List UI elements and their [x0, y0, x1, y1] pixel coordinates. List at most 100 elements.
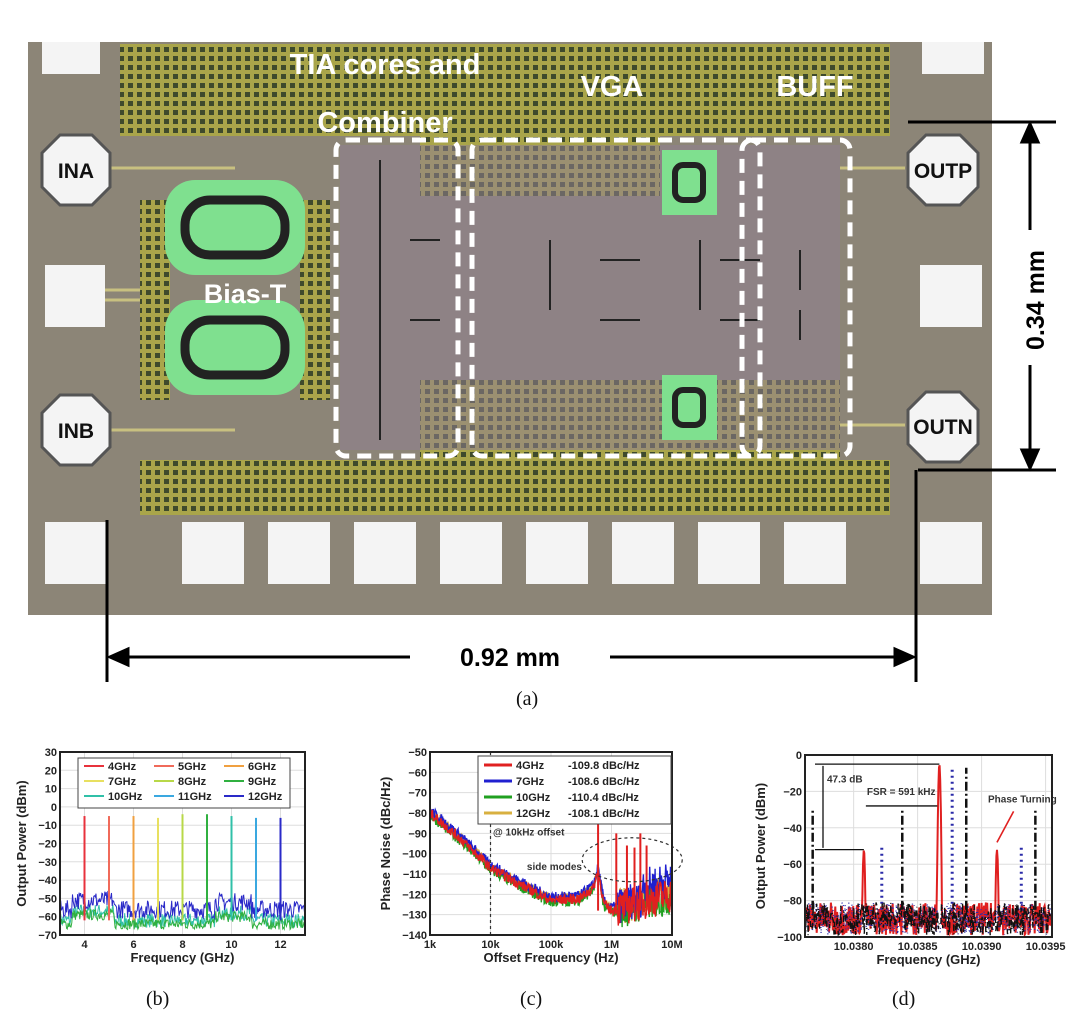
caption-a: (a) — [516, 688, 539, 710]
x-tick-label: 10.0395 — [1026, 941, 1066, 953]
y-tick-label: −100 — [777, 932, 802, 944]
legend-value: -109.8 dBc/Hz — [568, 760, 640, 772]
pad-label-ina: INA — [58, 160, 94, 183]
y-tick-label: −60 — [38, 912, 57, 924]
y-tick-label: −70 — [38, 930, 57, 942]
y-tick-label: −90 — [408, 828, 427, 840]
y-tick-label: 0 — [51, 802, 57, 814]
suppression-arrow — [815, 763, 940, 851]
caption-d: (d) — [892, 988, 916, 1010]
y-tick-label: −10 — [38, 820, 57, 832]
x-axis-label: Frequency (GHz) — [130, 950, 234, 965]
pad-label-inb: INB — [58, 420, 94, 443]
legend-box — [77, 757, 291, 809]
bias-t-inductors — [165, 150, 717, 440]
label-buff: BUFF — [776, 71, 853, 103]
x-axis-label: Frequency (GHz) — [876, 952, 980, 967]
phase-turning-arrow — [996, 811, 1015, 843]
pad-label-outn: OUTN — [913, 416, 973, 439]
x-tick-label: 6 — [130, 939, 136, 951]
x-tick-label: 1M — [604, 939, 619, 951]
metal-fill-bottom — [140, 460, 890, 515]
y-tick-label: −20 — [783, 786, 802, 798]
plot-frame — [429, 751, 673, 936]
y-tick-label: −120 — [402, 889, 427, 901]
legend-label: 4GHz — [108, 761, 137, 773]
y-tick-label: −100 — [402, 849, 427, 861]
annotation-fsr: FSR = 591 kHz — [867, 787, 936, 798]
block-outlines — [333, 137, 853, 459]
legend-label: 9GHz — [248, 776, 277, 788]
y-tick-label: −30 — [38, 857, 57, 869]
y-axis-label: Phase Noise (dBc/Hz) — [378, 777, 393, 911]
phase-noise-trace-4GHz — [429, 808, 673, 926]
x-tick-label: 10.0385 — [898, 941, 938, 953]
caption-c: (c) — [520, 988, 543, 1010]
legend-label: 6GHz — [248, 761, 277, 773]
metal-fill-top — [120, 44, 890, 136]
y-tick-label: −50 — [38, 893, 57, 905]
x-tick-label: 8 — [179, 939, 185, 951]
y-tick-label: −20 — [38, 839, 57, 851]
dimension-width — [105, 470, 918, 682]
legend-label: 8GHz — [178, 776, 207, 788]
y-tick-label: −110 — [403, 869, 427, 881]
x-tick-label: 1k — [424, 939, 437, 951]
side-modes-ellipse — [581, 837, 683, 883]
x-tick-label: 10 — [225, 939, 237, 951]
legend-label: 10GHz — [108, 791, 143, 803]
circuit-core — [340, 145, 840, 450]
annotation-phase-turning: Phase Turning — [988, 794, 1057, 805]
annotation-side-modes: side modes — [527, 862, 582, 873]
x-axis-label: Offset Frequency (Hz) — [483, 950, 618, 965]
y-tick-label: −130 — [402, 910, 427, 922]
y-tick-label: −60 — [783, 859, 802, 871]
legend-value: -108.1 dBc/Hz — [568, 808, 640, 820]
pad-label-outp: OUTP — [914, 160, 972, 183]
legend-label: 5GHz — [178, 761, 207, 773]
legend-label: 11GHz — [178, 791, 212, 803]
legend-label: 7GHz — [108, 776, 137, 788]
legend-label: 7GHz — [516, 776, 545, 788]
legend-value: -110.4 dBc/Hz — [568, 792, 639, 804]
pad-outp — [906, 133, 980, 207]
pad-outn — [906, 390, 980, 464]
legend-label: 10GHz — [516, 792, 551, 804]
legend-label: 4GHz — [516, 760, 545, 772]
annotation-offset: @ 10kHz offset — [493, 827, 565, 838]
x-tick-label: 10.0380 — [834, 941, 874, 953]
caption-b: (b) — [146, 988, 170, 1010]
label-combiner: Combiner — [317, 107, 452, 139]
y-axis-label: Output Power (dBm) — [753, 783, 768, 909]
plot-frame — [804, 754, 1053, 938]
pad-ina — [40, 133, 112, 207]
y-tick-label: −60 — [408, 767, 427, 779]
chip-micrograph: INA INB OUTP OUTN TIA cores and Combiner… — [28, 42, 1056, 682]
label-bias-t: Bias-T — [204, 279, 287, 309]
y-tick-label: −140 — [402, 930, 427, 942]
legend-label: 12GHz — [248, 791, 283, 803]
label-tia-cores: TIA cores and — [290, 49, 481, 81]
x-tick-label: 12 — [274, 939, 286, 951]
pad-inb — [40, 393, 112, 467]
x-tick-label: 10M — [661, 939, 682, 951]
y-tick-label: 30 — [45, 747, 57, 759]
y-tick-label: 10 — [45, 784, 57, 796]
y-tick-label: −70 — [408, 788, 427, 800]
noise-floor-trace — [59, 907, 306, 931]
dimension-height-label: 0.34 mm — [1022, 250, 1050, 350]
dimension-height — [908, 120, 1056, 472]
annotation-suppression: 47.3 dB — [827, 774, 863, 785]
x-tick-label: 100k — [539, 939, 564, 951]
plot-frame — [59, 751, 306, 936]
x-tick-label: 10.0390 — [962, 941, 1002, 953]
y-tick-label: −80 — [783, 896, 802, 908]
legend-value: -108.6 dBc/Hz — [568, 776, 640, 788]
y-tick-label: 0 — [796, 750, 802, 762]
y-tick-label: −80 — [408, 808, 427, 820]
x-tick-label: 10k — [481, 939, 500, 951]
